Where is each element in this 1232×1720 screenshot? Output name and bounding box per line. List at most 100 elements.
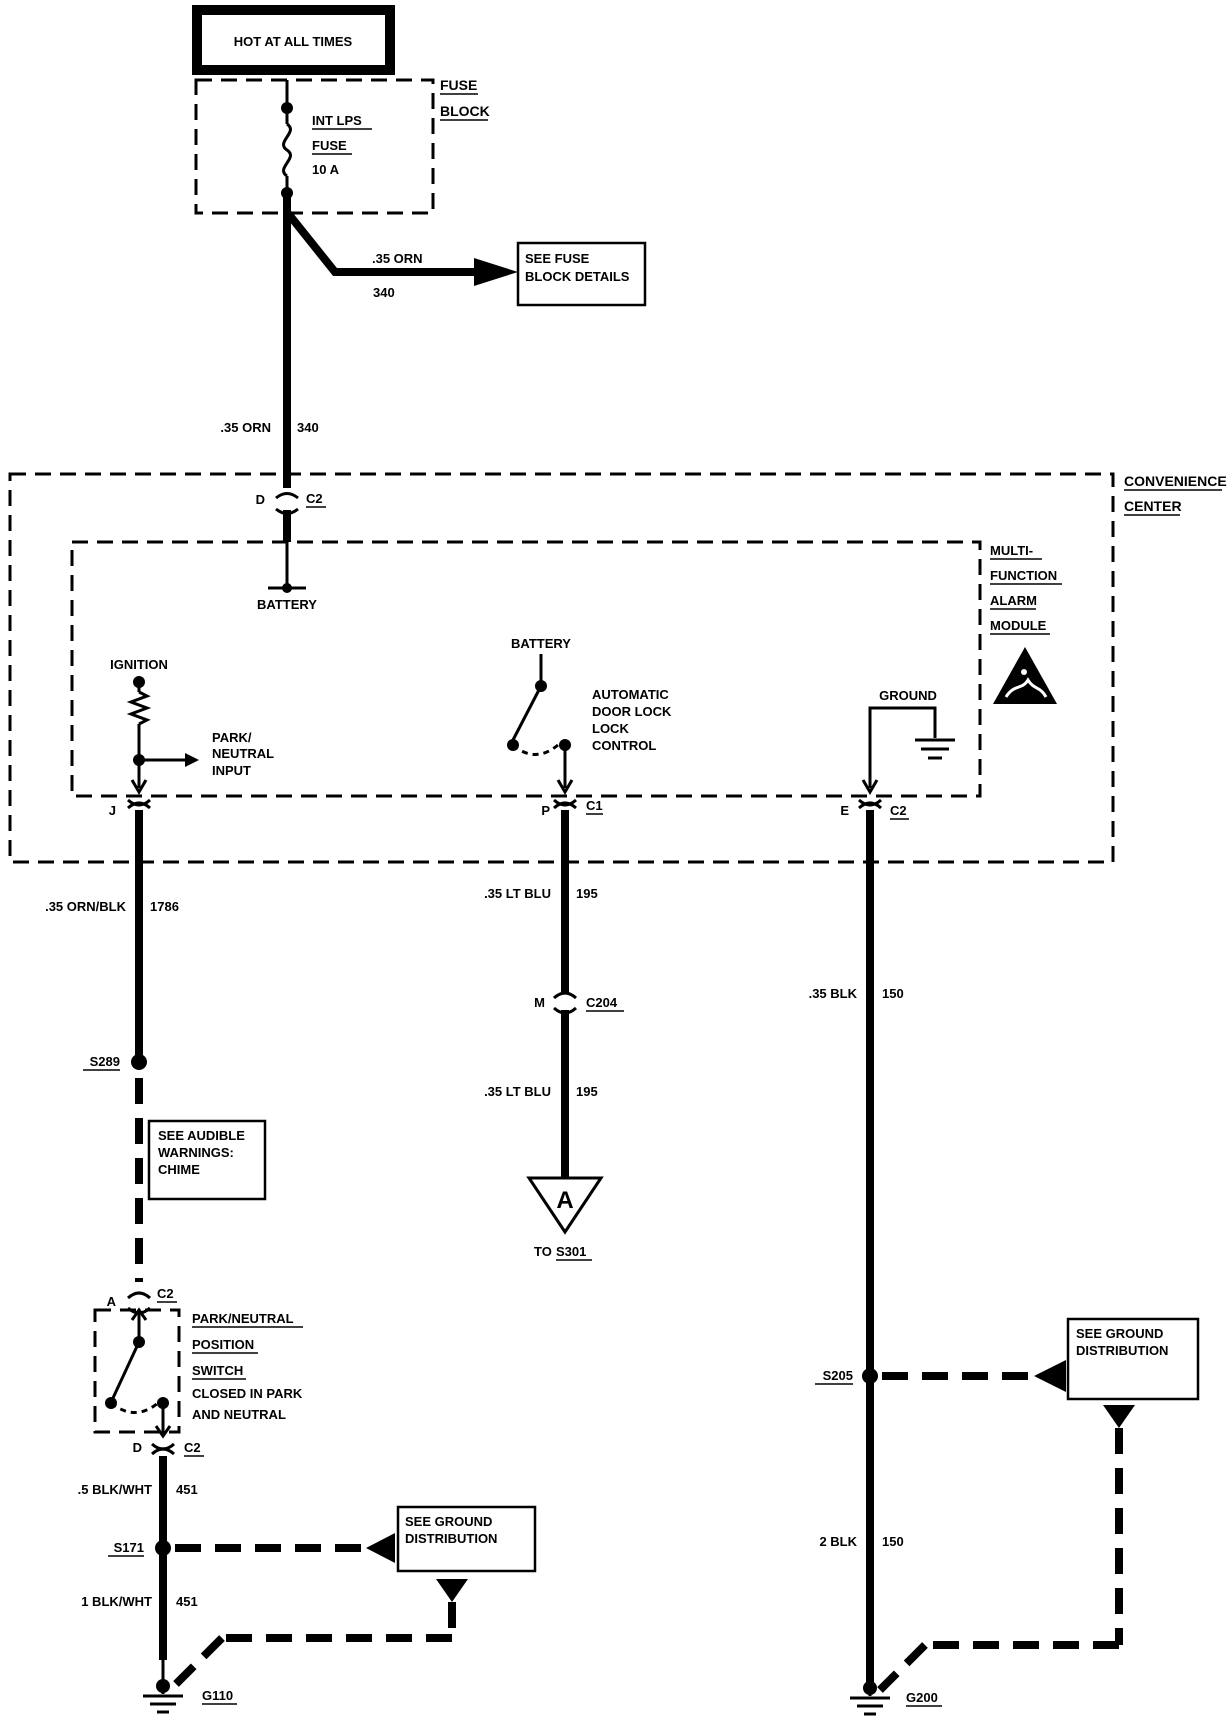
connector-c2-e-name: C2 xyxy=(890,803,907,818)
middle-wire2-circuit: 195 xyxy=(576,1084,598,1099)
door-lock-label-1: AUTOMATIC xyxy=(592,687,669,702)
offpage-to-splice: S301 xyxy=(556,1244,586,1259)
fuse-branch-circuit: 340 xyxy=(373,285,395,300)
connector-c1-p: P C1 xyxy=(541,798,603,818)
ground-g200-icon xyxy=(850,1696,890,1716)
audible-warnings-ref-box: SEE AUDIBLE WARNINGS: CHIME xyxy=(147,1119,267,1201)
left-wire3-color: 1 BLK/WHT xyxy=(81,1594,152,1609)
connector-c1-p-pin: P xyxy=(541,803,550,818)
power-source-box: HOT AT ALL TIMES xyxy=(192,5,395,75)
splice-s205 xyxy=(862,1368,878,1384)
middle-wire1-circuit: 195 xyxy=(576,886,598,901)
left-wire2-circuit: 451 xyxy=(176,1482,198,1497)
offpage-letter: A xyxy=(556,1187,573,1214)
ground-ref-right-2: DISTRIBUTION xyxy=(1076,1343,1168,1358)
branch-arrow-icon xyxy=(474,258,518,286)
fuse-branch-wire xyxy=(283,209,478,276)
connector-c2-d2: D C2 xyxy=(133,1440,204,1457)
door-lock-label-3: LOCK xyxy=(592,721,629,736)
ground-ref-down-arrow-left-icon xyxy=(436,1579,468,1602)
right-wire1-color: .35 BLK xyxy=(809,986,858,1001)
park-neutral-input-2: NEUTRAL xyxy=(212,746,274,761)
ground-g200-label: G200 xyxy=(906,1690,938,1705)
switch-label-1: PARK/NEUTRAL xyxy=(192,1311,294,1326)
park-neutral-input-3: INPUT xyxy=(212,763,251,778)
connector-c204-name: C204 xyxy=(586,995,618,1010)
main-feed-circuit: 340 xyxy=(297,420,319,435)
switch-label-3: SWITCH xyxy=(192,1363,243,1378)
switch-label-4: CLOSED IN PARK xyxy=(192,1386,303,1401)
fuse-details-ref-box: SEE FUSE BLOCK DETAILS xyxy=(516,241,647,307)
door-lock-label-2: DOOR LOCK xyxy=(592,704,672,719)
park-neutral-switch-icon xyxy=(111,1341,141,1399)
ground-ref-arrow-left-icon xyxy=(366,1533,395,1563)
connector-c2-a-name: C2 xyxy=(157,1286,174,1301)
offpage-to-label: TO xyxy=(534,1244,552,1259)
fuse-rating: 10 A xyxy=(312,162,340,177)
ground-ref-left-1: SEE GROUND xyxy=(405,1514,492,1529)
ground-ref-left-2: DISTRIBUTION xyxy=(405,1531,497,1546)
fuse-terminal-top xyxy=(281,102,293,114)
fuse-block: FUSE BLOCK INT LPS FUSE 10 A xyxy=(194,77,490,215)
main-feed-color: .35 ORN xyxy=(220,420,271,435)
fuse-block-title-2: BLOCK xyxy=(440,103,490,119)
left-wire2-color: .5 BLK/WHT xyxy=(78,1482,152,1497)
connector-c2-j: J xyxy=(109,798,152,818)
connector-c204: M C204 xyxy=(534,991,624,1015)
ground-g110-label: G110 xyxy=(202,1688,233,1703)
ground-ref-arrow-right-icon xyxy=(1034,1360,1066,1392)
left-wire3-circuit: 451 xyxy=(176,1594,198,1609)
right-wire2-color: 2 BLK xyxy=(819,1534,857,1549)
connector-c2-d2-pin: D xyxy=(133,1440,142,1455)
park-neutral-switch-box xyxy=(93,1308,181,1434)
door-lock-switch-icon xyxy=(511,685,543,741)
switch-label-5: AND NEUTRAL xyxy=(192,1407,286,1422)
convenience-center-outline xyxy=(8,472,1115,864)
splice-s205-label: S205 xyxy=(823,1368,853,1383)
audible-ref-1: SEE AUDIBLE xyxy=(158,1128,245,1143)
connector-c2-a: A C2 xyxy=(107,1286,177,1315)
connector-c1-p-name: C1 xyxy=(586,798,603,813)
left-wire1-circuit: 1786 xyxy=(150,899,179,914)
fuse-name-2: FUSE xyxy=(312,138,347,153)
alarm-module-outline xyxy=(70,540,982,798)
door-lock-label-4: CONTROL xyxy=(592,738,656,753)
audible-ref-3: CHIME xyxy=(158,1162,200,1177)
park-neutral-arrow-icon xyxy=(185,753,199,767)
fuse-branch-color: .35 ORN xyxy=(372,251,423,266)
right-wire1-circuit: 150 xyxy=(882,986,904,1001)
ground-distribution-ref-left: SEE GROUND DISTRIBUTION xyxy=(396,1505,537,1573)
esd-warning-icon xyxy=(993,647,1057,704)
connector-c2-j-pin: J xyxy=(109,803,116,818)
ground-ref-down-arrow-right-icon xyxy=(1103,1405,1135,1428)
middle-wire2-color: .35 LT BLU xyxy=(484,1084,551,1099)
alarm-module-title-4: MODULE xyxy=(990,618,1047,633)
ignition-label: IGNITION xyxy=(110,657,168,672)
connector-c2-e: E C2 xyxy=(840,798,909,820)
park-neutral-input-1: PARK/ xyxy=(212,730,252,745)
alarm-module-title-1: MULTI- xyxy=(990,543,1033,558)
connector-c2-d-pin: D xyxy=(256,492,265,507)
splice-s289-label: S289 xyxy=(90,1054,120,1069)
power-source-label: HOT AT ALL TIMES xyxy=(234,34,353,49)
left-wire1-color: .35 ORN/BLK xyxy=(45,899,127,914)
connector-c2-e-pin: E xyxy=(840,803,849,818)
audible-ref-2: WARNINGS: xyxy=(158,1145,234,1160)
module-ground-icon xyxy=(915,738,955,760)
ground-distribution-ref-right: SEE GROUND DISTRIBUTION xyxy=(1066,1317,1200,1401)
convenience-center-title-2: CENTER xyxy=(1124,498,1182,514)
connector-c2-a-pin: A xyxy=(107,1294,117,1309)
offpage-connector-a: A xyxy=(526,1176,604,1235)
alarm-module-title-3: ALARM xyxy=(990,593,1037,608)
splice-s171-label: S171 xyxy=(114,1540,144,1555)
ground-g110-icon xyxy=(143,1694,183,1714)
connector-c2-d-name: C2 xyxy=(306,491,323,506)
module-ground-label: GROUND xyxy=(879,688,937,703)
battery-top-label: BATTERY xyxy=(257,597,317,612)
connector-c204-pin: M xyxy=(534,995,545,1010)
splice-s171 xyxy=(155,1540,171,1556)
pullup-resistor-icon xyxy=(126,690,152,726)
ground-ref-right-1: SEE GROUND xyxy=(1076,1326,1163,1341)
convenience-center-title-1: CONVENIENCE xyxy=(1124,473,1227,489)
